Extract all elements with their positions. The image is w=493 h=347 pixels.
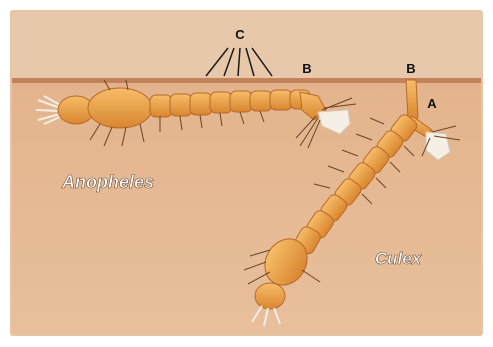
culex-head (255, 283, 285, 309)
label-b-right: B (406, 61, 415, 76)
culex-siphon (406, 80, 418, 120)
label-c: C (235, 27, 245, 42)
label-anopheles: Anopheles (61, 172, 154, 192)
anopheles-thorax (88, 88, 152, 128)
label-a: A (427, 96, 437, 111)
label-culex: Culex (375, 249, 423, 268)
label-b-left: B (302, 61, 311, 76)
